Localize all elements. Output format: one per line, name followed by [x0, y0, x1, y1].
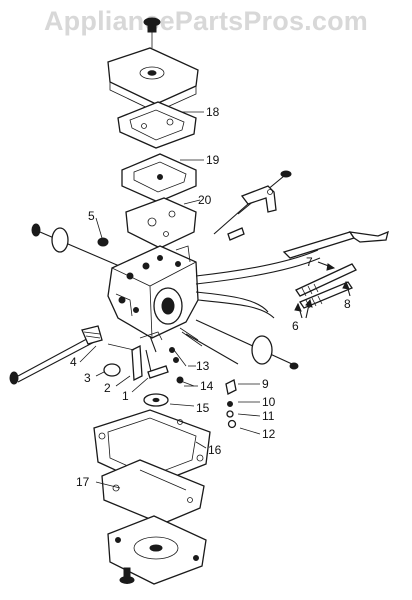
callout-7: 7 [306, 255, 313, 269]
callout-13: 13 [196, 359, 210, 373]
small-parts-left [103, 331, 169, 382]
small-parts-right [225, 379, 237, 429]
callout-11: 11 [262, 409, 275, 423]
callout-2: 2 [104, 381, 111, 395]
top-screw [143, 17, 161, 48]
gasket-17 [101, 459, 205, 525]
callout-4: 4 [70, 355, 77, 369]
bottom-cover [107, 515, 207, 585]
callout-16: 16 [208, 443, 222, 457]
throttle-linkage [195, 230, 389, 319]
throttle-lever [213, 185, 277, 235]
callout-arrows [294, 261, 351, 319]
callout-12: 12 [262, 427, 276, 441]
carburetor-body [107, 245, 199, 339]
callout-18: 18 [206, 105, 220, 119]
callout-3: 3 [84, 371, 91, 385]
callout-20: 20 [198, 193, 212, 207]
gasket-18 [117, 101, 197, 149]
callout-6: 6 [292, 319, 299, 333]
callout-8: 8 [344, 297, 351, 311]
cover-plate [107, 47, 199, 113]
watermark-logo: AppliancePartsPros.com [43, 6, 368, 36]
callout-1: 1 [122, 389, 129, 403]
callout-5: 5 [88, 209, 95, 223]
callout-10: 10 [262, 395, 276, 409]
throttle-plate-right [195, 319, 299, 370]
callout-17: 17 [76, 475, 90, 489]
callout-14: 14 [200, 379, 214, 393]
callout-labels: 18 19 20 5 7 8 6 4 13 3 2 14 1 9 10 15 1… [70, 105, 351, 489]
lower-shaft-left [9, 325, 103, 385]
plate-20 [125, 197, 197, 249]
bottom-screw [119, 567, 135, 584]
callout-15: 15 [196, 401, 210, 415]
callout-19: 19 [206, 153, 220, 167]
small-parts-center [143, 327, 239, 407]
pin-upper [227, 227, 245, 241]
leader-lines [79, 111, 261, 489]
nut-5 [97, 237, 109, 247]
diaphragm-19 [121, 153, 197, 203]
choke-shaft-left [31, 223, 125, 269]
adjust-needles [295, 263, 357, 309]
callout-9: 9 [262, 377, 269, 391]
